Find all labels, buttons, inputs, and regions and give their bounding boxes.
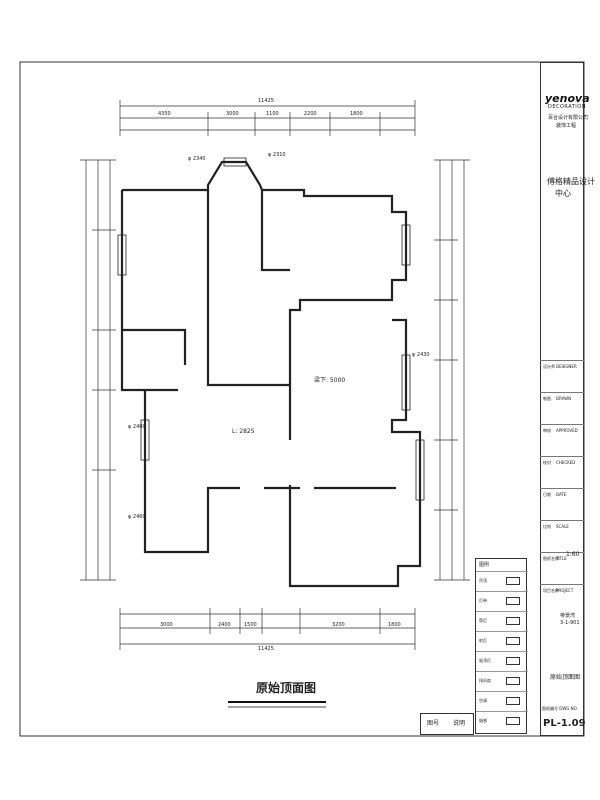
top-segment-dimension: 1100 xyxy=(266,111,279,117)
legend-item: 排风扇 xyxy=(476,671,528,692)
top-total-dimension: 11425 xyxy=(258,98,274,104)
legend-symbol-icon xyxy=(506,597,520,605)
bottom-segment-dimension: 2400 xyxy=(218,622,231,628)
bottom-total-dimension: 11425 xyxy=(258,646,274,652)
project-unit: 3-1-901 xyxy=(560,620,580,626)
legend-item-label: 吊顶 xyxy=(479,578,487,583)
title-block-row-value: DATE xyxy=(556,492,567,497)
title-block-row-value: TITLE xyxy=(556,556,567,561)
legend-item-label: 空调 xyxy=(479,698,487,703)
title-block-row-divider xyxy=(540,456,584,457)
stamp-left: 图号 xyxy=(427,720,440,727)
beam-label: φ 2400 xyxy=(128,424,146,430)
title-block-row-value: DESIGNER xyxy=(556,364,577,369)
top-segment-dimension: 3000 xyxy=(226,111,239,117)
left-dimension-chains xyxy=(80,159,116,581)
scale-value: 1:60 xyxy=(566,551,580,558)
title-block-row-divider xyxy=(540,584,584,585)
legend-symbol-icon xyxy=(506,697,520,705)
title-block-row-divider xyxy=(540,424,584,425)
company-logo: yenova xyxy=(545,92,590,105)
right-dimension-chains xyxy=(434,159,470,581)
legend-symbol-icon xyxy=(506,657,520,665)
sheet-frame xyxy=(19,61,585,737)
bottom-dimension-chains xyxy=(119,608,416,650)
title-block-row-value: APPROVED xyxy=(556,428,578,433)
sheet-number: PL-1.09 xyxy=(543,718,586,729)
title-block-row-label: 审核 xyxy=(543,428,551,433)
title-block xyxy=(540,62,584,736)
beam-label: φ 2460 xyxy=(128,514,146,520)
top-dimension-chains xyxy=(119,100,416,136)
legend-symbol-icon xyxy=(506,677,520,685)
room-label-hall: 梁下: 5000 xyxy=(314,377,346,384)
beam-label: φ 2340 xyxy=(188,156,206,162)
studio-name: 傅格精品设计 中心 xyxy=(547,177,595,198)
legend-item-label: 筒灯 xyxy=(479,618,487,623)
bottom-segment-dimension: 1500 xyxy=(244,622,257,628)
legend-title: 图例 xyxy=(479,562,490,568)
legend-item: 吊顶 xyxy=(476,571,528,592)
project-name: 帝景湾 xyxy=(560,613,576,619)
legend-box: 图例 吊顶灯带筒灯射灯吸顶灯排风扇空调烟感 xyxy=(475,558,528,734)
legend-item: 筒灯 xyxy=(476,611,528,632)
title-block-row-divider xyxy=(540,360,584,361)
bottom-segment-dimension: 1800 xyxy=(388,622,401,628)
bottom-segment-dimension: 3000 xyxy=(160,622,173,628)
legend-item-label: 灯带 xyxy=(479,598,487,603)
company-logo-sub: DECORATION xyxy=(548,104,586,110)
beam-label: φ 2430 xyxy=(412,352,430,358)
legend-item-label: 烟感 xyxy=(479,718,487,723)
top-segment-dimension: 4350 xyxy=(158,111,171,117)
title-block-row-value: SCALE xyxy=(556,524,569,529)
legend-item-label: 射灯 xyxy=(479,638,487,643)
title-block-row-label: 校对 xyxy=(543,460,551,465)
title-block-row-value: DRAWN xyxy=(556,396,572,401)
stamp-right: 说明 xyxy=(453,720,466,727)
revision-stamp: 图号 说明 xyxy=(420,713,474,735)
legend-symbol-icon xyxy=(506,617,520,625)
drawing-number-label: 图纸编号 DWG NO. xyxy=(542,706,578,711)
title-block-row-divider xyxy=(540,552,584,553)
legend-item-label: 吸顶灯 xyxy=(479,658,491,663)
legend-item: 射灯 xyxy=(476,631,528,652)
legend-item: 烟感 xyxy=(476,711,528,732)
window-marks xyxy=(117,157,425,501)
room-label-living: L: 2825 xyxy=(232,428,255,435)
legend-item: 空调 xyxy=(476,691,528,712)
bottom-segment-dimension: 3200 xyxy=(332,622,345,628)
title-block-row-divider xyxy=(540,520,584,521)
drawing-title: 原始顶面图 xyxy=(256,681,317,695)
title-block-row-divider xyxy=(540,488,584,489)
title-block-row-label: 项目名称 xyxy=(543,588,559,593)
legend-item: 灯带 xyxy=(476,591,528,612)
legend-item: 吸顶灯 xyxy=(476,651,528,672)
title-block-row-label: 设计师 xyxy=(543,364,555,369)
top-segment-dimension: 2200 xyxy=(304,111,317,117)
beam-label: φ 2310 xyxy=(268,152,286,158)
title-block-row-label: 图纸名称 xyxy=(543,556,559,561)
legend-item-label: 排风扇 xyxy=(479,678,491,683)
drawing-name: 原始顶面图 xyxy=(550,674,581,681)
title-block-row-label: 制图 xyxy=(543,396,551,401)
legend-symbol-icon xyxy=(506,717,520,725)
top-segment-dimension: 1800 xyxy=(350,111,363,117)
company-line: 百合设计有限公司 xyxy=(548,115,589,121)
title-block-row-value: CHECKED xyxy=(556,460,576,465)
title-block-row-divider xyxy=(540,392,584,393)
legend-symbol-icon xyxy=(506,637,520,645)
title-block-row-label: 比例 xyxy=(543,524,551,529)
company-line: 装饰工程 xyxy=(556,123,577,129)
legend-symbol-icon xyxy=(506,577,520,585)
title-block-row-label: 日期 xyxy=(543,492,551,497)
floor-plan-walls xyxy=(120,160,422,588)
title-block-row-value: PROJECT xyxy=(556,588,574,593)
